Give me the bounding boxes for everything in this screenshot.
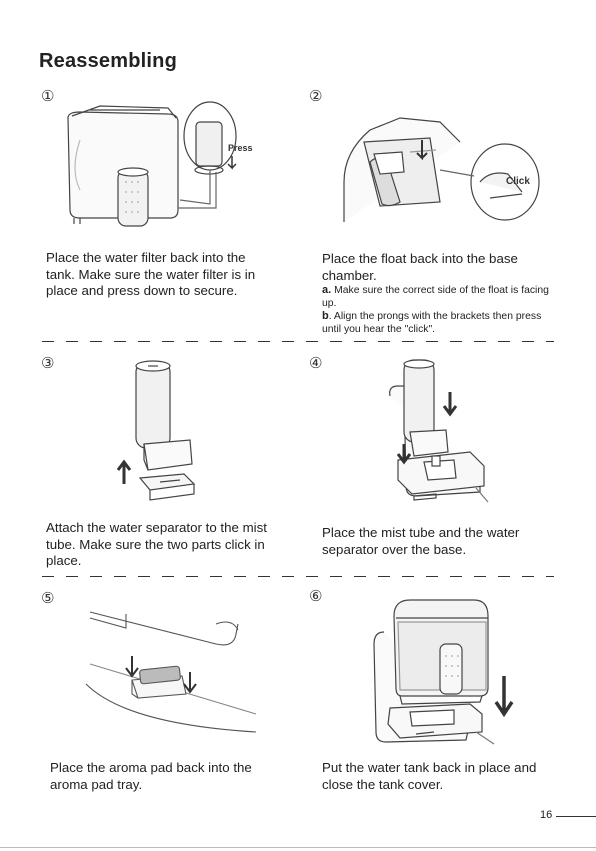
step-6-number: ⑥ (309, 587, 322, 605)
step-4-text: Place the mist tube and the water separa… (322, 525, 562, 558)
step-6-text: Put the water tank back in place and clo… (322, 760, 562, 793)
step-2-number: ② (309, 87, 322, 105)
step-5-text: Place the aroma pad back into the aroma … (50, 760, 280, 793)
step-6-illustration (370, 592, 500, 750)
note-a-text: Make sure the correct side of the float … (322, 285, 549, 309)
divider-2 (42, 576, 554, 577)
note-b-text: . Align the prongs with the brackets the… (322, 311, 541, 335)
click-callout: Click (506, 176, 530, 187)
step-3-text: Attach the water separator to the mist t… (46, 520, 281, 570)
step-2-illustration: Click (340, 112, 540, 232)
step-1-number: ① (41, 87, 54, 105)
step-4-number: ④ (309, 354, 322, 372)
step-4-illustration (384, 356, 494, 516)
step-3-number: ③ (41, 354, 54, 372)
step-3-illustration (110, 360, 220, 510)
note-a-label: a. (322, 284, 331, 296)
page-number-rule (556, 816, 596, 817)
step-1-illustration: Press (60, 100, 280, 230)
step-2-note-a: a. Make sure the correct side of the flo… (322, 284, 557, 310)
note-b-label: b (322, 310, 329, 322)
page-title: Reassembling (39, 50, 177, 73)
press-callout: Press (228, 143, 253, 153)
step-2-text: Place the float back into the base chamb… (322, 251, 562, 284)
step-1-text: Place the water filter back into the tan… (46, 250, 276, 300)
step-2-note-b: b. Align the prongs with the brackets th… (322, 310, 562, 336)
bottom-border (0, 847, 596, 848)
step-5-number: ⑤ (41, 589, 54, 607)
divider-1 (42, 341, 554, 342)
step-5-illustration (86, 604, 256, 744)
